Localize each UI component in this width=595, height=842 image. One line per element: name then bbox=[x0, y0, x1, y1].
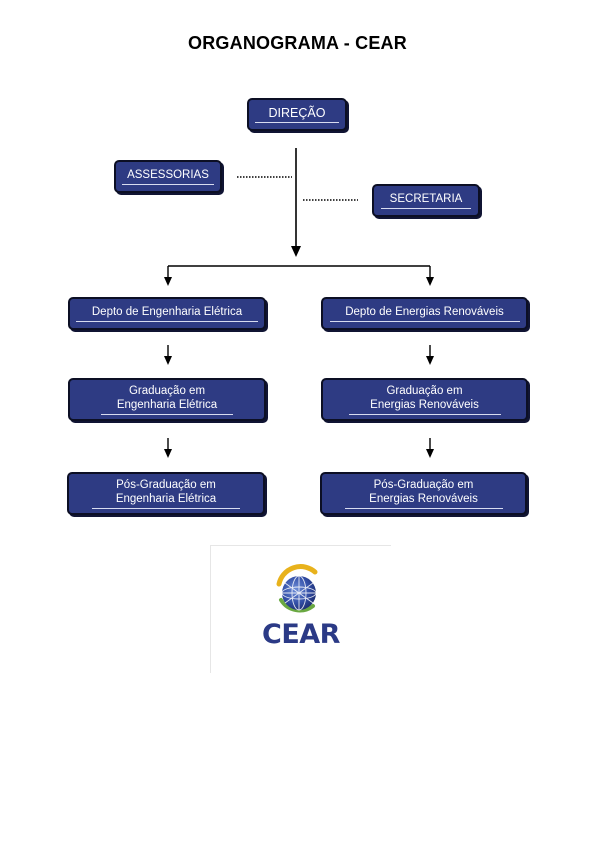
logo-wordmark: CEAR bbox=[262, 619, 340, 650]
left-branch-arrowhead bbox=[164, 277, 172, 286]
node-direcao: DIREÇÃO bbox=[247, 98, 347, 131]
globe-icon bbox=[276, 564, 318, 613]
node-grad-er-line2: Energias Renováveis bbox=[370, 399, 479, 411]
node-secretaria-label: SECRETARIA bbox=[389, 193, 463, 205]
node-grad-er-line1: Graduação em bbox=[386, 385, 463, 397]
node-pos-ee-line1: Pós-Graduação em bbox=[116, 479, 216, 491]
node-pos-er-line1: Pós-Graduação em bbox=[373, 479, 474, 491]
node-depto-ee-label: Depto de Engenharia Elétrica bbox=[91, 306, 243, 318]
right-branch-arrowhead bbox=[426, 277, 434, 286]
node-pos-graduacao-energias-renovaveis: Pós-Graduação em Energias Renováveis bbox=[320, 472, 527, 515]
trunk-arrowhead bbox=[291, 246, 301, 257]
node-grad-ee-line1: Graduação em bbox=[128, 385, 206, 397]
node-assessorias: ASSESSORIAS bbox=[114, 160, 222, 193]
node-depto-engenharia-eletrica: Depto de Engenharia Elétrica bbox=[68, 297, 266, 330]
cear-logo: CEAR bbox=[210, 545, 391, 673]
node-pos-graduacao-engenharia-eletrica: Pós-Graduação em Engenharia Elétrica bbox=[67, 472, 265, 515]
node-pos-ee-line2: Engenharia Elétrica bbox=[115, 493, 217, 505]
node-assessorias-label: ASSESSORIAS bbox=[127, 169, 209, 181]
node-direcao-label: DIREÇÃO bbox=[268, 106, 326, 120]
node-depto-er-label: Depto de Energias Renováveis bbox=[345, 306, 504, 318]
node-pos-er-line2: Energias Renováveis bbox=[369, 493, 478, 505]
node-secretaria: SECRETARIA bbox=[372, 184, 480, 217]
node-depto-energias-renovaveis: Depto de Energias Renováveis bbox=[321, 297, 528, 330]
node-graduacao-engenharia-eletrica: Graduação em Engenharia Elétrica bbox=[68, 378, 266, 421]
node-grad-ee-line2: Engenharia Elétrica bbox=[116, 399, 218, 411]
node-graduacao-energias-renovaveis: Graduação em Energias Renováveis bbox=[321, 378, 528, 421]
page-title: ORGANOGRAMA - CEAR bbox=[188, 33, 407, 53]
